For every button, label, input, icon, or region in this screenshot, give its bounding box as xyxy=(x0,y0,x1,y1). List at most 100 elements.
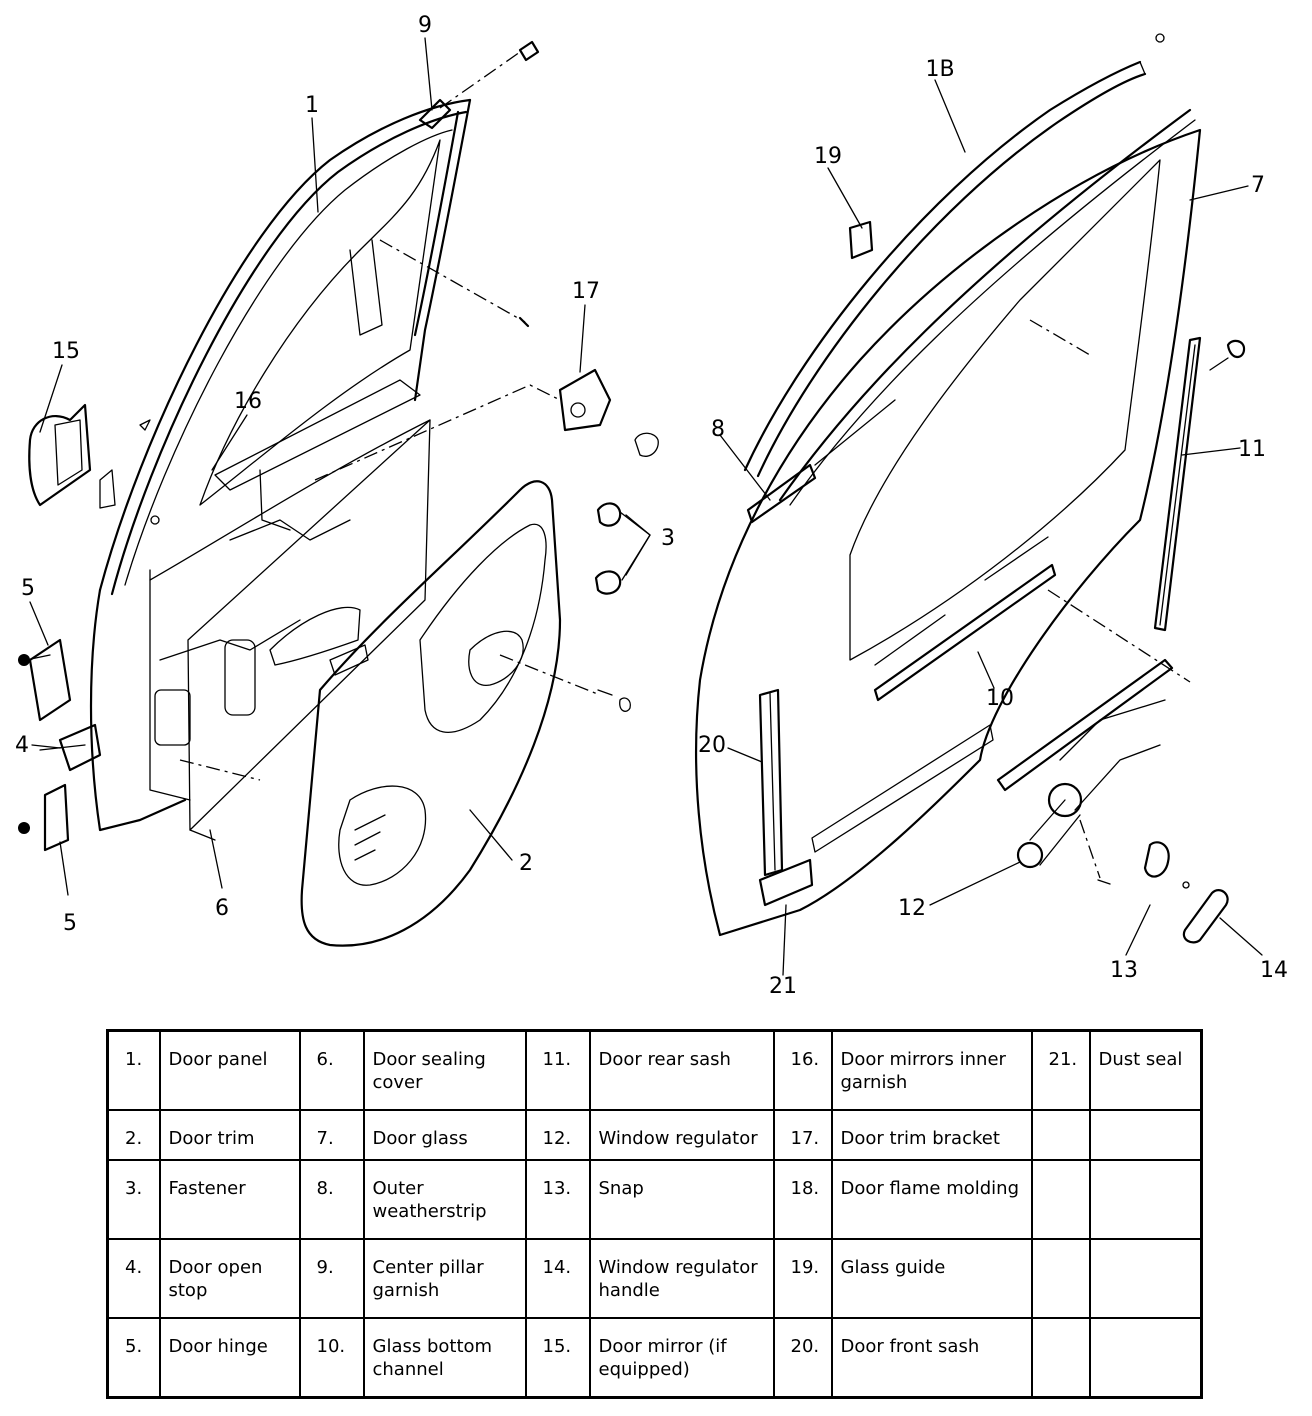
legend-number: 16. xyxy=(772,1029,833,1111)
callout-20: 20 xyxy=(698,733,726,758)
callout-15: 15 xyxy=(52,339,80,364)
door-hinge-upper xyxy=(18,638,72,722)
legend-number: 10. xyxy=(298,1317,365,1399)
door-mirror xyxy=(28,403,116,509)
legend-part-name: Door rear sash xyxy=(588,1029,775,1111)
legend-row: 4. Door open stop 9. Center pillar garni… xyxy=(106,1238,1203,1320)
glass-bottom-channel xyxy=(811,536,1057,853)
door-panel xyxy=(89,98,472,832)
callout-21: 21 xyxy=(769,974,797,999)
legend-number: 12. xyxy=(524,1108,591,1162)
callout-10: 10 xyxy=(986,686,1014,711)
legend-row: 5. Door hinge 10. Glass bottom channel 1… xyxy=(106,1317,1203,1399)
callout-14: 14 xyxy=(1260,958,1288,983)
window-regulator xyxy=(996,658,1174,885)
legend-number: 8. xyxy=(298,1159,365,1241)
legend-number: 14. xyxy=(524,1238,591,1320)
legend-part-name: Door mirror (if equipped) xyxy=(588,1317,775,1399)
callout-5-lower: 5 xyxy=(63,911,77,936)
outer-weatherstrip xyxy=(746,399,896,524)
legend-part-name: Door flame molding xyxy=(830,1159,1033,1241)
legend-number: 9. xyxy=(298,1238,365,1320)
door-trim xyxy=(300,480,562,947)
legend-part-name: Outer weatherstrip xyxy=(362,1159,527,1241)
center-pillar-garnish xyxy=(418,40,540,130)
legend-number: 17. xyxy=(772,1108,833,1162)
legend-number: 2. xyxy=(106,1108,161,1162)
exploded-door-diagram: 9 1 15 16 17 3 5 4 5 6 2 1B 19 7 8 11 10… xyxy=(15,13,1288,999)
leader-lines xyxy=(29,37,1263,976)
legend-part-name: Center pillar garnish xyxy=(362,1238,527,1320)
legend-row: 3. Fastener 8. Outer weatherstrip 13. Sn… xyxy=(106,1159,1203,1241)
legend-part-name: Door glass xyxy=(362,1108,527,1162)
parts-legend-table: 1. Door panel 6. Door sealing cover 11. … xyxy=(106,1029,1203,1399)
callout-11: 11 xyxy=(1238,437,1266,462)
legend-part-name xyxy=(1088,1317,1203,1399)
snap xyxy=(1182,881,1190,889)
door-flame-molding xyxy=(743,33,1165,478)
legend-part-name: Door front sash xyxy=(830,1317,1033,1399)
legend-number: 1. xyxy=(106,1029,161,1111)
callout-6: 6 xyxy=(215,896,229,921)
callout-9: 9 xyxy=(418,13,432,38)
legend-number: 18. xyxy=(772,1159,833,1241)
legend-part-name xyxy=(1088,1238,1203,1320)
door-rear-sash xyxy=(1153,336,1246,632)
door-open-stop xyxy=(39,723,102,772)
legend-number: 15. xyxy=(524,1317,591,1399)
door-glass xyxy=(695,108,1202,937)
door-trim-bracket xyxy=(558,368,659,457)
legend-number: 11. xyxy=(524,1029,591,1111)
callout-13: 13 xyxy=(1110,958,1138,983)
legend-part-name: Door sealing cover xyxy=(362,1029,527,1111)
window-regulator-handle xyxy=(1182,889,1229,944)
legend-part-name: Glass guide xyxy=(830,1238,1033,1320)
callout-1: 1 xyxy=(305,93,319,118)
callout-19: 19 xyxy=(814,144,842,169)
legend-part-name: Door open stop xyxy=(158,1238,301,1320)
legend-number: 21. xyxy=(1030,1029,1091,1111)
callout-2: 2 xyxy=(519,851,533,876)
callout-5-upper: 5 xyxy=(21,576,35,601)
door-sealing-cover xyxy=(187,419,431,841)
legend-part-name: Door hinge xyxy=(158,1317,301,1399)
legend-number: 7. xyxy=(298,1108,365,1162)
callout-8: 8 xyxy=(711,417,725,442)
legend-part-name: Door panel xyxy=(158,1029,301,1111)
legend-number: 6. xyxy=(298,1029,365,1111)
legend-row: 1. Door panel 6. Door sealing cover 11. … xyxy=(106,1029,1203,1111)
glass-guide xyxy=(848,220,874,260)
legend-part-name: Door trim bracket xyxy=(830,1108,1033,1162)
legend-part-name: Fastener xyxy=(158,1159,301,1241)
legend-number: 4. xyxy=(106,1238,161,1320)
fasteners xyxy=(594,502,651,712)
legend-number xyxy=(1030,1317,1091,1399)
legend-part-name: Window regulator xyxy=(588,1108,775,1162)
callout-7: 7 xyxy=(1251,173,1265,198)
callout-18: 1B xyxy=(925,57,954,82)
legend-number xyxy=(1030,1108,1091,1162)
legend-part-name: Window regulator handle xyxy=(588,1238,775,1320)
callout-17: 17 xyxy=(572,279,600,304)
legend-part-name: Snap xyxy=(588,1159,775,1241)
callout-12: 12 xyxy=(898,896,926,921)
legend-part-name: Glass bottom channel xyxy=(362,1317,527,1399)
dust-seal xyxy=(758,858,814,907)
callout-4: 4 xyxy=(15,733,29,758)
legend-part-name: Dust seal xyxy=(1088,1029,1203,1111)
door-hinge-lower xyxy=(18,783,70,852)
legend-part-name: Door mirrors inner garnish xyxy=(830,1029,1033,1111)
legend-number: 20. xyxy=(772,1317,833,1399)
legend-number: 3. xyxy=(106,1159,161,1241)
legend-part-name xyxy=(1088,1108,1203,1162)
callout-16: 16 xyxy=(234,389,262,414)
legend-number: 19. xyxy=(772,1238,833,1320)
legend-number xyxy=(1030,1238,1091,1320)
door-front-sash xyxy=(758,688,784,877)
legend-part-name: Door trim xyxy=(158,1108,301,1162)
legend-row: 2. Door trim 7. Door glass 12. Window re… xyxy=(106,1108,1203,1162)
legend-number xyxy=(1030,1159,1091,1241)
callout-3: 3 xyxy=(661,526,675,551)
legend-number: 5. xyxy=(106,1317,161,1399)
legend-part-name xyxy=(1088,1159,1203,1241)
